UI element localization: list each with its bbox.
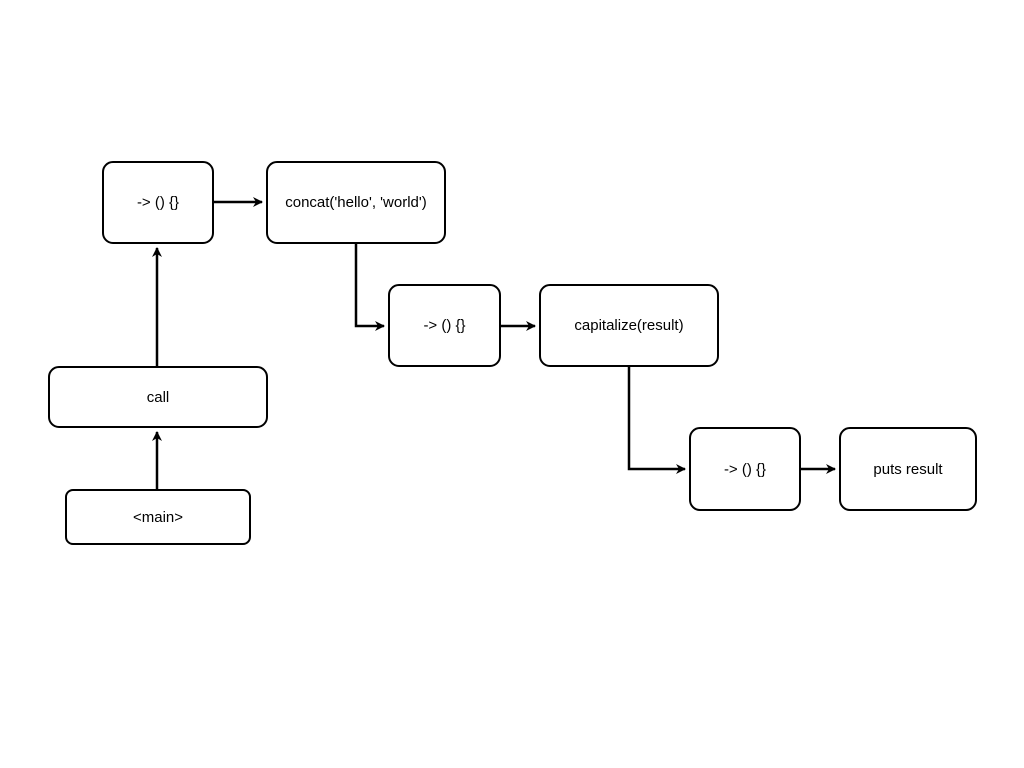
node-lambda-1: -> () {} [102,161,214,244]
node-main: <main> [65,489,251,545]
node-lambda-2: -> () {} [388,284,501,367]
node-call: call [48,366,268,428]
node-puts-result: puts result [839,427,977,511]
node-concat: concat('hello', 'world') [266,161,446,244]
edge-capitalize-to-lambda-3 [627,367,686,474]
node-capitalize: capitalize(result) [539,284,719,367]
edge-concat-to-lambda-2 [354,244,385,331]
node-lambda-3: -> () {} [689,427,801,511]
